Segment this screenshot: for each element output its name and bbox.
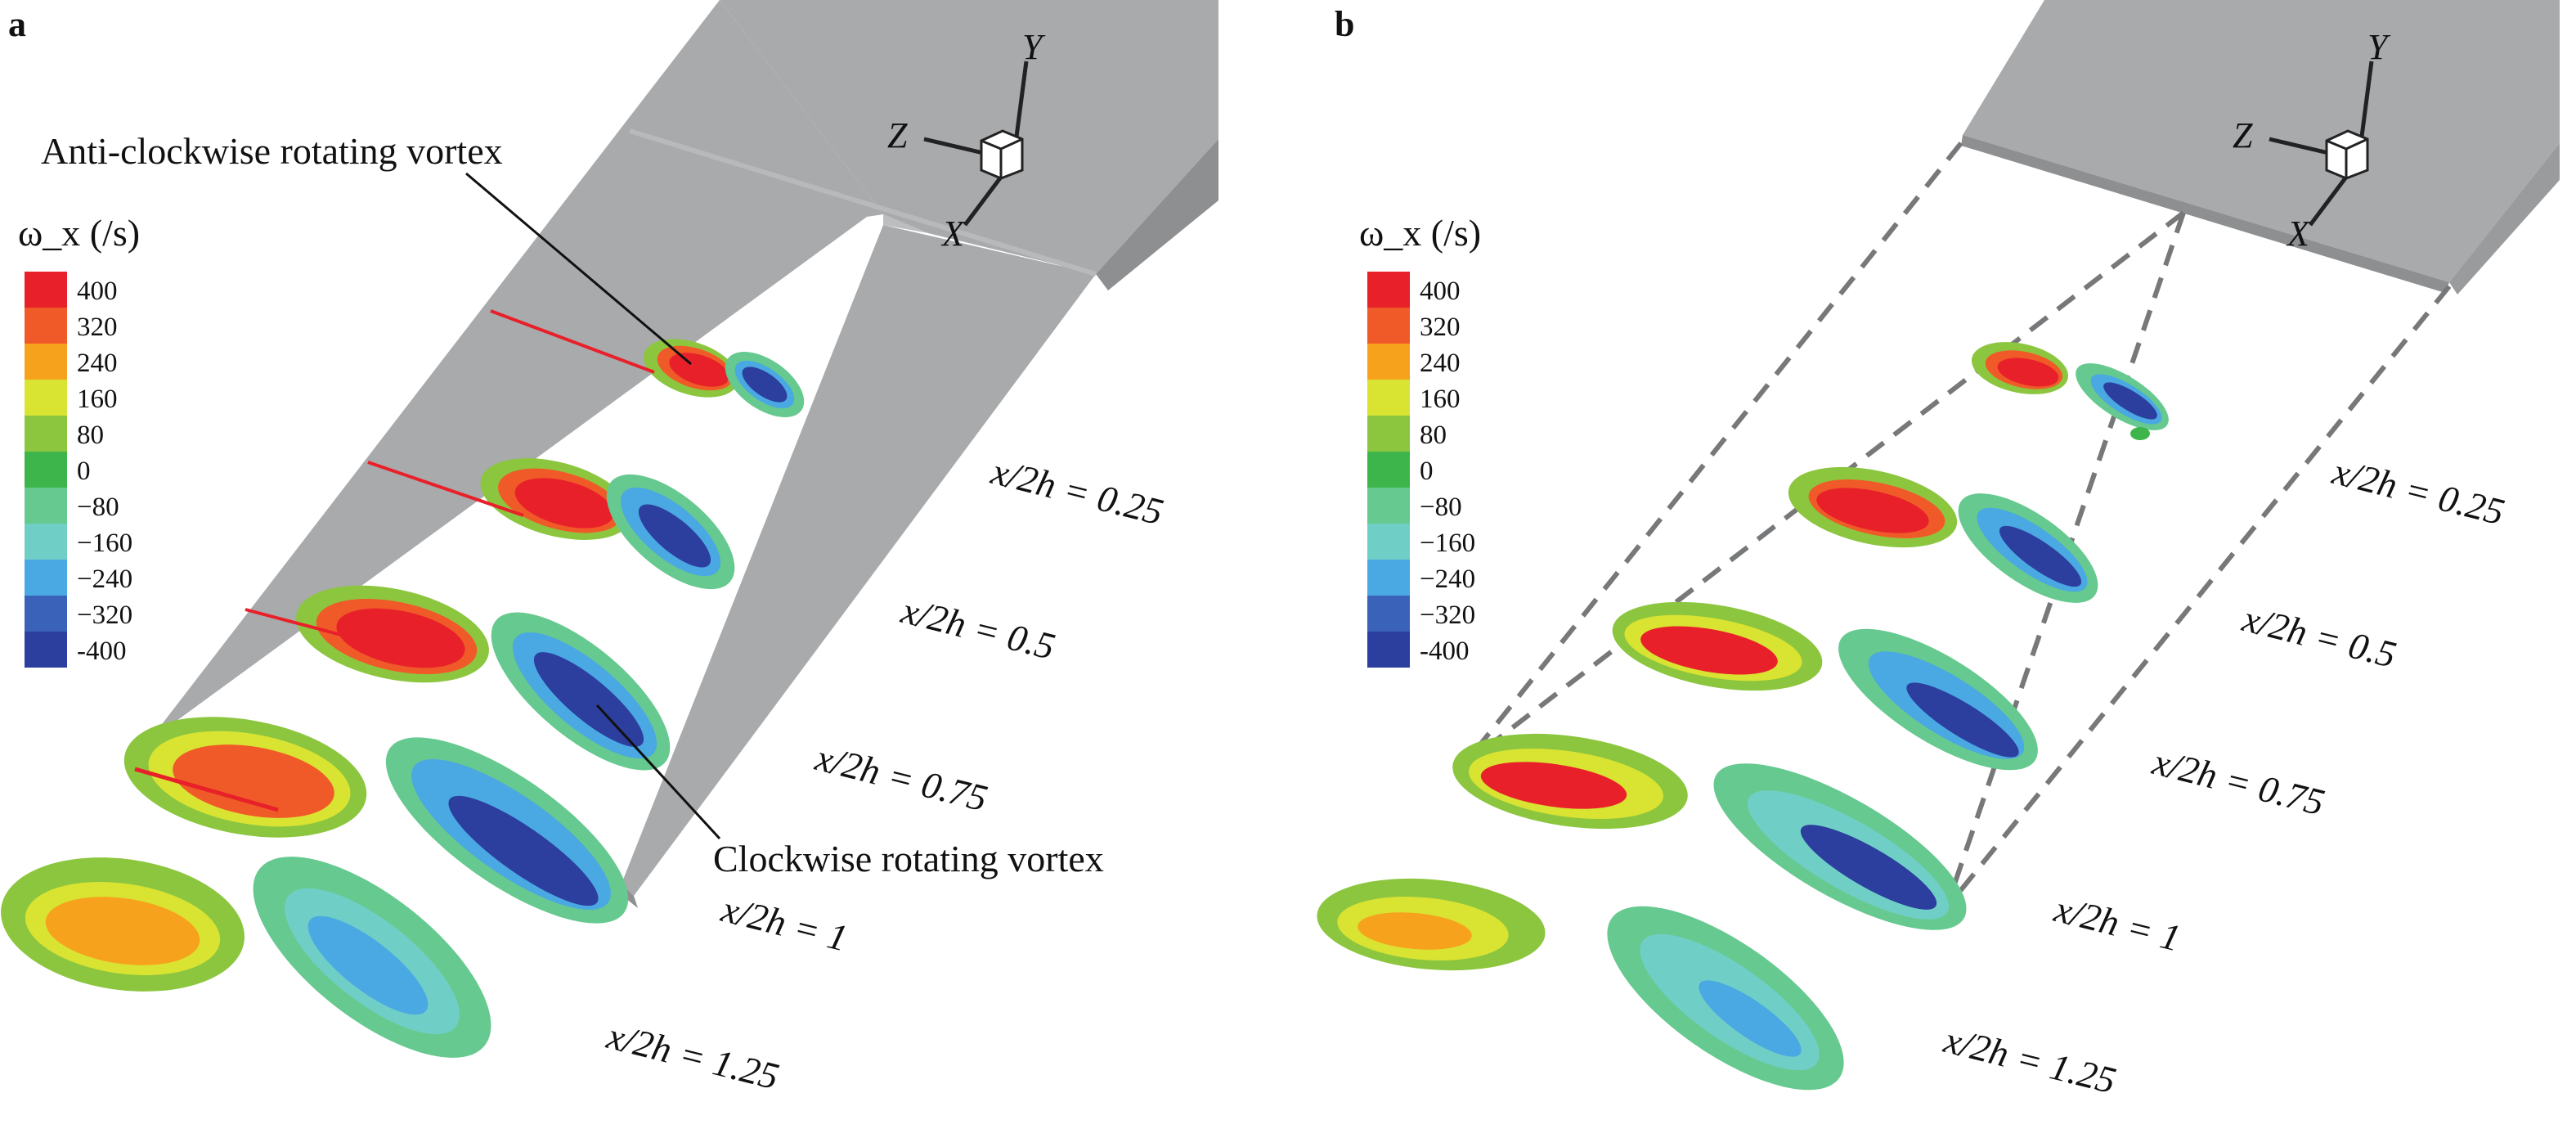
legend-swatch <box>1367 488 1410 524</box>
panel-a-geometry <box>143 0 1218 908</box>
axis-label-z-b: Z <box>2233 115 2253 155</box>
legend-tick-label: 0 <box>77 457 91 486</box>
station-label: x/2h = 1.25 <box>1940 1019 2120 1101</box>
legend-tick-label: −160 <box>1420 529 1475 558</box>
panel-b-axis-triad: Y Z X <box>2233 27 2391 254</box>
panel-b-vortex-contours <box>1317 342 2169 1091</box>
station-label: x/2h = 0.75 <box>811 736 992 819</box>
legend-swatch <box>1367 632 1410 668</box>
legend-tick-label: -400 <box>77 636 127 666</box>
legend-title-a: ω_x (/s) <box>18 212 140 254</box>
legend-swatch <box>1367 524 1410 560</box>
legend-tick-label: 320 <box>77 313 118 342</box>
panel-b-geometry <box>1961 0 2560 295</box>
legend-swatch <box>1367 344 1410 380</box>
legend-tick-label: 240 <box>77 349 118 378</box>
legend-swatch <box>1367 596 1410 632</box>
legend-tick-label: −160 <box>77 529 132 558</box>
legend-tick-label: −240 <box>1420 564 1475 594</box>
panel-a-label: a <box>8 4 26 44</box>
station-label: x/2h = 0.5 <box>2238 597 2400 676</box>
legend-title-b: ω_x (/s) <box>1359 212 1481 254</box>
axis-label-y-a: Y <box>1022 27 1046 67</box>
legend-swatch <box>25 524 67 560</box>
legend-swatch <box>25 596 67 632</box>
axis-label-x-b: X <box>2286 214 2311 254</box>
axis-label-x-a: X <box>940 214 966 254</box>
panel-b-legend: ω_x (/s) 400 320 240 160 80 0 −80 −160 −240 −320 -… <box>1359 212 1481 668</box>
legend-tick-label: −240 <box>77 564 132 594</box>
axis-label-z-a: Z <box>887 115 908 155</box>
station-label: x/2h = 1 <box>2050 888 2185 960</box>
station-label: x/2h = 0.25 <box>987 450 1168 533</box>
legend-tick-label: −80 <box>77 493 119 522</box>
station-label: x/2h = 1.25 <box>603 1014 783 1097</box>
legend-tick-label: 80 <box>1420 421 1447 450</box>
legend-swatch <box>1367 416 1410 452</box>
legend-tick-label: 320 <box>1420 313 1461 342</box>
legend-swatch <box>1367 380 1410 416</box>
legend-tick-label: 400 <box>1420 277 1461 306</box>
legend-swatch <box>25 632 67 668</box>
panel-a-legend: ω_x (/s) 400 320 240 160 80 0 −80 −160 −240 −320 -… <box>18 212 140 668</box>
legend-tick-label: −80 <box>1420 493 1462 522</box>
legend-tick-label: 0 <box>1420 457 1434 486</box>
legend-tick-label: 80 <box>77 421 104 450</box>
legend-swatch <box>1367 452 1410 488</box>
panel-a-axis-triad: Y Z X <box>887 27 1046 254</box>
legend-swatch <box>25 344 67 380</box>
legend-swatch <box>25 272 67 308</box>
legend-tick-label: 400 <box>77 277 118 306</box>
legend-tick-label: 160 <box>1420 385 1461 414</box>
panel-b-label: b <box>1335 4 1354 44</box>
legend-tick-label: 240 <box>1420 349 1461 378</box>
legend-tick-label: −320 <box>77 600 132 630</box>
legend-swatch <box>25 488 67 524</box>
legend-swatch <box>1367 272 1410 308</box>
annotation-clockwise: Clockwise rotating vortex <box>713 838 1104 879</box>
station-label: x/2h = 0.5 <box>897 589 1059 668</box>
station-label: x/2h = 0.25 <box>2328 450 2509 533</box>
axis-label-y-b: Y <box>2367 27 2391 67</box>
legend-swatch <box>25 560 67 596</box>
legend-tick-label: −320 <box>1420 600 1475 630</box>
legend-swatch <box>25 416 67 452</box>
legend-swatch <box>25 380 67 416</box>
panel-b: b <box>1317 0 2560 1101</box>
panel-a-annotations: Anti-clockwise rotating vortex Clockwise… <box>41 130 1104 879</box>
station-label: x/2h = 1 <box>717 888 852 960</box>
panel-a-vortex-contours <box>1 309 805 1058</box>
legend-swatch <box>25 308 67 344</box>
legend-tick-label: -400 <box>1420 636 1470 666</box>
annotation-anticlockwise: Anti-clockwise rotating vortex <box>41 130 503 172</box>
legend-swatch <box>25 452 67 488</box>
legend-swatch <box>1367 308 1410 344</box>
panel-a: a <box>1 0 1218 1097</box>
legend-tick-label: 160 <box>77 385 118 414</box>
legend-swatch <box>1367 560 1410 596</box>
station-label: x/2h = 0.75 <box>2148 740 2329 823</box>
